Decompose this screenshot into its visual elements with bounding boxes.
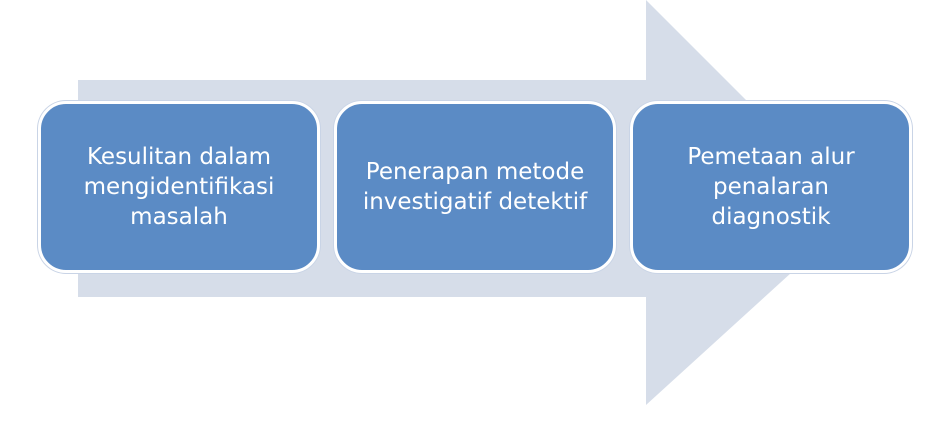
step-3-label: Pemetaan alur penalaran diagnostik xyxy=(687,144,855,230)
step-box-1: Kesulitan dalam mengidentifikasi masalah xyxy=(38,101,320,273)
step-box-2: Penerapan metode investigatif detektif xyxy=(334,101,616,273)
step-box-3: Pemetaan alur penalaran diagnostik xyxy=(630,101,912,273)
step-1-label: Kesulitan dalam mengidentifikasi masalah xyxy=(83,144,275,230)
step-2-label: Penerapan metode investigatif detektif xyxy=(362,159,588,215)
